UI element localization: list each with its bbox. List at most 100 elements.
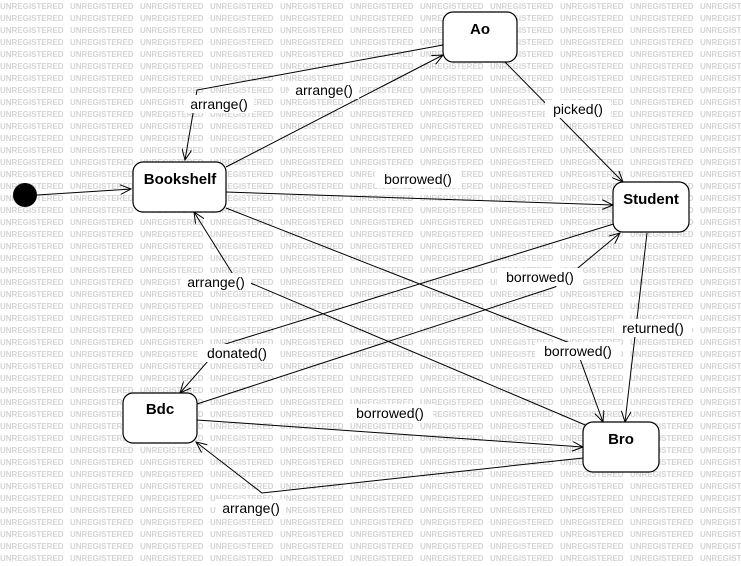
transition-bookshelf-ao[interactable] (225, 55, 443, 168)
watermark-text: UNREGISTERED (350, 350, 414, 359)
watermark-text: UNREGISTERED (700, 482, 741, 491)
watermark-text: UNREGISTERED (70, 62, 134, 71)
watermark-text: UNREGISTERED (700, 542, 741, 551)
watermark-text: UNREGISTERED (630, 302, 694, 311)
watermark-text: UNREGISTERED (630, 314, 694, 323)
label-bdc-student: borrowed() (497, 268, 583, 286)
watermark-text: UNREGISTERED (420, 242, 484, 251)
transition-bdc-student[interactable] (196, 233, 620, 405)
watermark-text: UNREGISTERED (700, 14, 741, 23)
watermark-text: UNREGISTERED (70, 542, 134, 551)
watermark-text: UNREGISTERED (420, 230, 484, 239)
watermark-text: UNREGISTERED (560, 170, 624, 179)
state-student[interactable]: Student (612, 181, 690, 233)
watermark-text: UNREGISTERED (280, 326, 344, 335)
watermark-text: UNREGISTERED (490, 326, 554, 335)
transition-bro-bdc[interactable] (196, 442, 584, 494)
watermark-text: UNREGISTERED (140, 374, 204, 383)
state-bro-label: Bro (608, 431, 634, 448)
watermark-text: UNREGISTERED (630, 158, 694, 167)
watermark-text: UNREGISTERED (140, 74, 204, 83)
watermark-text: UNREGISTERED (0, 506, 64, 515)
watermark-text: UNREGISTERED (350, 122, 414, 131)
watermark-text: UNREGISTERED (700, 362, 741, 371)
watermark-text: UNREGISTERED (0, 86, 64, 95)
watermark-text: UNREGISTERED (70, 410, 134, 419)
watermark-text: UNREGISTERED (280, 122, 344, 131)
watermark-text: UNREGISTERED (700, 374, 741, 383)
watermark-text: UNREGISTERED (70, 2, 134, 11)
watermark-text: UNREGISTERED (560, 542, 624, 551)
transition-init-bookshelf[interactable] (36, 189, 131, 196)
watermark-text: UNREGISTERED (210, 50, 274, 59)
watermark-text: UNREGISTERED (280, 338, 344, 347)
watermark-text: UNREGISTERED (280, 146, 344, 155)
watermark-text: UNREGISTERED (700, 38, 741, 47)
state-bro[interactable]: Bro (582, 421, 660, 473)
watermark-text: UNREGISTERED (140, 230, 204, 239)
watermark-text: UNREGISTERED (140, 86, 204, 95)
watermark-text: UNREGISTERED (350, 38, 414, 47)
watermark-text: UNREGISTERED (490, 290, 554, 299)
watermark-text: UNREGISTERED (560, 158, 624, 167)
state-bdc[interactable]: Bdc (122, 392, 198, 444)
watermark-text: UNREGISTERED (420, 134, 484, 143)
watermark-text: UNREGISTERED (70, 158, 134, 167)
watermark-text: UNREGISTERED (350, 50, 414, 59)
watermark-text: UNREGISTERED (700, 158, 741, 167)
transition-bookshelf-student[interactable] (225, 191, 613, 205)
watermark-text: UNREGISTERED (210, 134, 274, 143)
watermark-text: UNREGISTERED (0, 110, 64, 119)
watermark-text: UNREGISTERED (0, 26, 64, 35)
transition-ao-bookshelf[interactable] (185, 44, 444, 160)
svg-text:borrowed(): borrowed() (506, 269, 574, 285)
watermark-text: UNREGISTERED (210, 446, 274, 455)
watermark-text: UNREGISTERED (70, 446, 134, 455)
transition-bdc-bro[interactable] (196, 419, 583, 447)
watermark-text: UNREGISTERED (490, 482, 554, 491)
watermark-text: UNREGISTERED (630, 98, 694, 107)
transition-ao-student[interactable] (504, 61, 623, 182)
watermark-text: UNREGISTERED (490, 242, 554, 251)
watermark-text: UNREGISTERED (210, 38, 274, 47)
watermark-text: UNREGISTERED (140, 62, 204, 71)
watermark-text: UNREGISTERED (0, 374, 64, 383)
watermark-text: UNREGISTERED (280, 530, 344, 539)
svg-text:borrowed(): borrowed() (544, 343, 612, 359)
watermark-text: UNREGISTERED (630, 26, 694, 35)
watermark-text: UNREGISTERED (560, 398, 624, 407)
watermark-text: UNREGISTERED (490, 14, 554, 23)
watermark-text: UNREGISTERED (700, 386, 741, 395)
watermark-text: UNREGISTERED (560, 518, 624, 527)
watermark-text: UNREGISTERED (0, 122, 64, 131)
watermark-text: UNREGISTERED (210, 386, 274, 395)
watermark-text: UNREGISTERED (140, 530, 204, 539)
watermark-text: UNREGISTERED (630, 458, 694, 467)
transition-bookshelf-bro[interactable] (225, 207, 603, 422)
transition-bro-bookshelf[interactable] (194, 212, 591, 428)
watermark-text: UNREGISTERED (210, 398, 274, 407)
watermark-text: UNREGISTERED (630, 266, 694, 275)
watermark-text: UNREGISTERED (140, 266, 204, 275)
watermark-text: UNREGISTERED (280, 314, 344, 323)
watermark-text: UNREGISTERED (280, 38, 344, 47)
watermark-text: UNREGISTERED (490, 518, 554, 527)
watermark-text: UNREGISTERED (490, 98, 554, 107)
svg-text:returned(): returned() (622, 320, 683, 336)
watermark-text: UNREGISTERED (700, 230, 741, 239)
watermark-text: UNREGISTERED (350, 266, 414, 275)
watermark-text: UNREGISTERED (210, 470, 274, 479)
state-student-label: Student (623, 191, 679, 208)
watermark-text: UNREGISTERED (210, 422, 274, 431)
watermark-text: UNREGISTERED (210, 314, 274, 323)
watermark-text: UNREGISTERED (0, 2, 64, 11)
state-ao[interactable]: Ao (442, 11, 518, 63)
watermark-text: UNREGISTERED (70, 506, 134, 515)
watermark-text: UNREGISTERED (70, 170, 134, 179)
watermark-text: UNREGISTERED (490, 62, 554, 71)
initial-state[interactable] (13, 183, 37, 207)
state-bookshelf[interactable]: Bookshelf (132, 161, 227, 213)
watermark-text: UNREGISTERED (0, 290, 64, 299)
watermark-text: UNREGISTERED (630, 362, 694, 371)
transition-student-bdc[interactable] (180, 221, 621, 393)
